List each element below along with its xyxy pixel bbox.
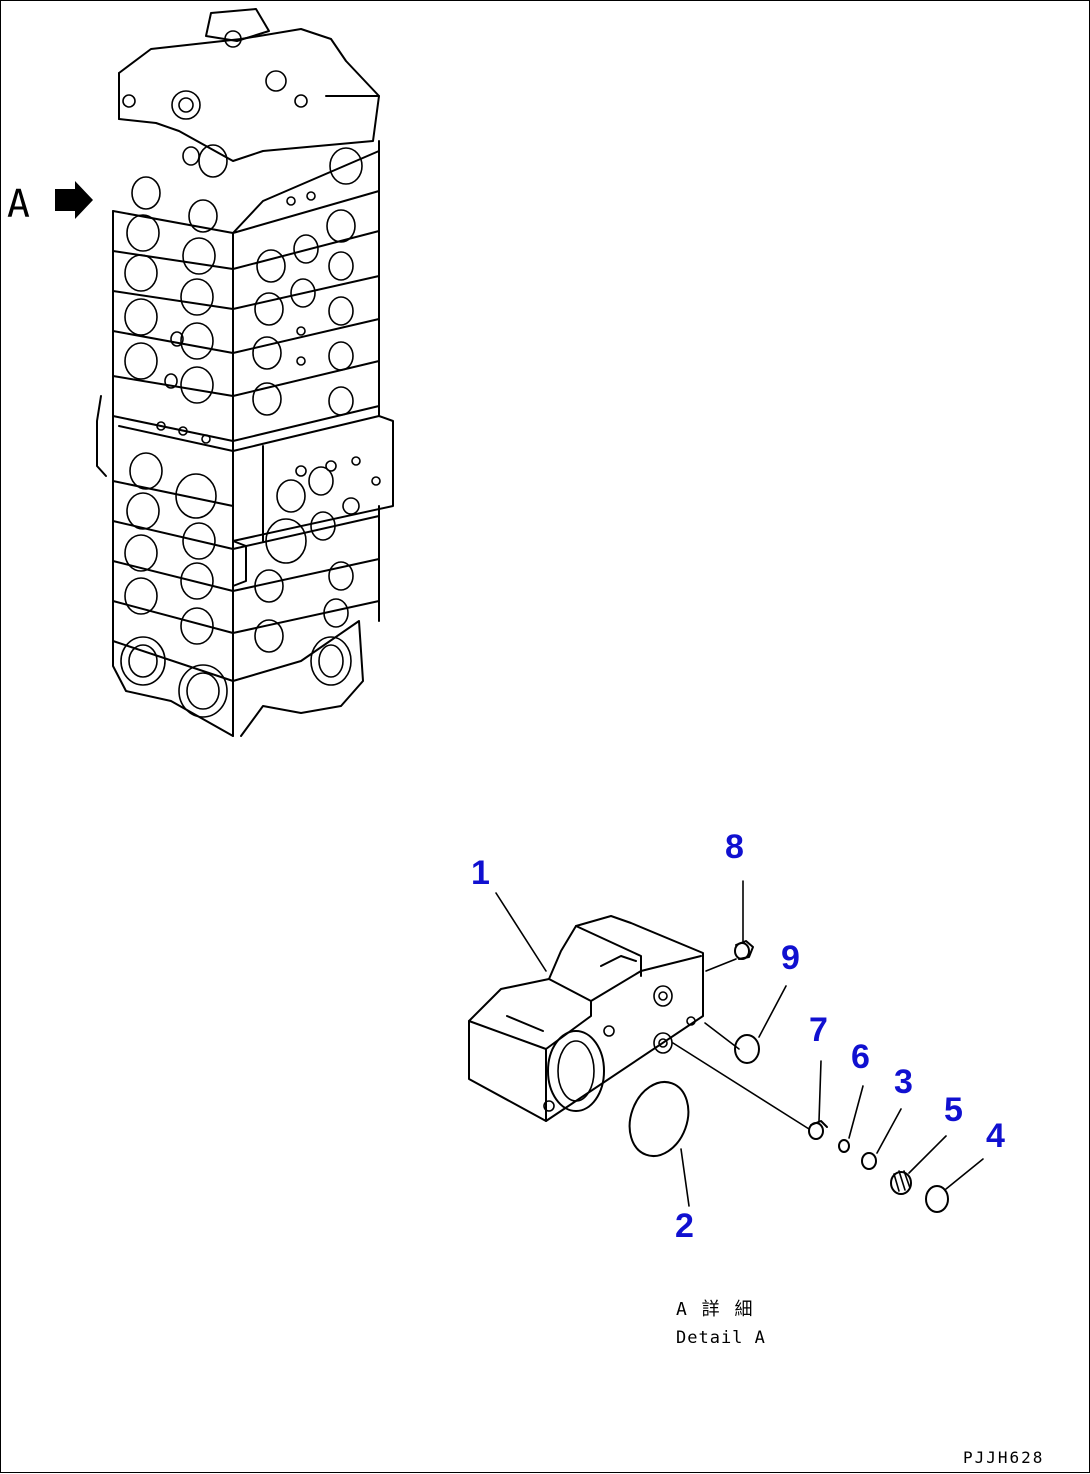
left-face-ports <box>124 144 228 444</box>
callout-8: 8 <box>725 828 744 866</box>
detail-caption: A 詳 細 Detail A <box>676 1299 766 1348</box>
callout-labels: 1 2 3 4 5 6 7 8 9 <box>471 828 1005 1245</box>
part-4-oring <box>925 1185 949 1213</box>
callout-7: 7 <box>809 1011 828 1049</box>
leader-lines <box>495 880 984 1207</box>
drawing-code: PJJH628 <box>963 1448 1044 1467</box>
callout-5: 5 <box>944 1091 963 1129</box>
callout-1: 1 <box>471 854 490 892</box>
part-1-block <box>468 915 704 1122</box>
part-9-oring <box>734 1034 760 1064</box>
detail-caption-jp: A 詳 細 <box>676 1299 755 1320</box>
detail-caption-en: Detail A <box>676 1328 766 1348</box>
view-marker-label: A <box>7 182 30 226</box>
part-3-oring <box>861 1152 877 1170</box>
detail-a-parts: 1 2 3 4 5 6 7 8 9 <box>468 828 1005 1245</box>
part-6-oring <box>838 1139 850 1153</box>
control-valve-assembly <box>96 8 394 737</box>
part-2-oring <box>628 1081 690 1157</box>
callout-2: 2 <box>675 1207 694 1245</box>
view-marker-a: A <box>7 181 93 226</box>
part-7-plug <box>808 1120 828 1140</box>
part-5-threaded-plug <box>890 1170 912 1195</box>
right-face-ports <box>252 147 363 416</box>
view-arrow-icon <box>55 181 93 219</box>
callout-3: 3 <box>894 1063 913 1101</box>
part-8-plug <box>734 940 754 960</box>
callout-6: 6 <box>851 1038 870 1076</box>
callout-4: 4 <box>986 1117 1005 1155</box>
callout-9: 9 <box>781 939 800 977</box>
